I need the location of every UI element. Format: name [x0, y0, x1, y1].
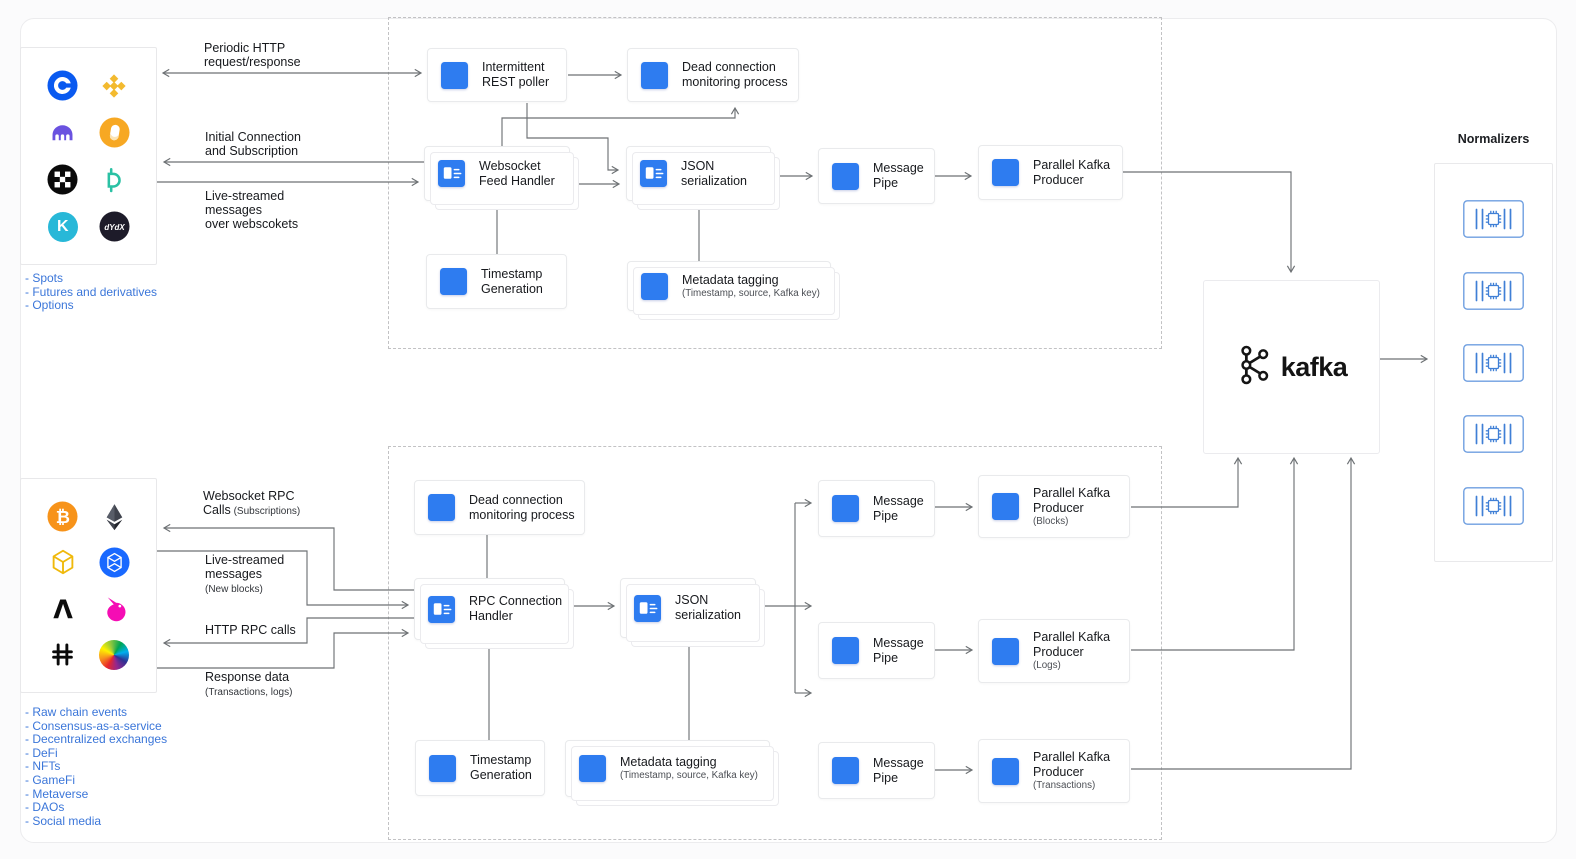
category-item: - Decentralized exchanges [25, 732, 168, 747]
kraken-icon [47, 117, 79, 149]
process-icon [429, 754, 456, 782]
svg-text:₿: ₿ [56, 508, 70, 528]
normalizer-worker-icon [1463, 271, 1524, 310]
process-icon [992, 493, 1019, 520]
node-metadata-tagging-top: Metadata tagging (Timestamp, source, Kaf… [627, 261, 831, 311]
category-item: - Options [25, 298, 74, 313]
process-icon [832, 162, 859, 190]
node-intermittent-rest-poller: Intermittent REST poller [427, 48, 567, 102]
normalizers-title: Normalizers [1457, 132, 1530, 146]
normalizer-worker-icon [1463, 343, 1524, 382]
category-item: - DAOs [25, 800, 65, 815]
process-icon [579, 755, 606, 782]
process-icon [440, 268, 467, 295]
node-websocket-feed-handler: Websocket Feed Handler [424, 146, 570, 201]
dydx-icon: dYdX [98, 211, 130, 243]
process-icon [641, 272, 668, 300]
node-json-serialization-bottom: JSON serialization [620, 578, 756, 638]
category-item: - Raw chain events [25, 705, 128, 719]
category-item: - DeFi [25, 745, 58, 760]
category-item: - Futures and derivatives [25, 284, 158, 299]
uniswap-icon [98, 593, 130, 625]
binance-icon [98, 70, 130, 102]
category-item: - Social media [25, 813, 102, 828]
process-icon [441, 61, 468, 89]
exchange-categories-list: - Spots- Futures and derivatives- Option… [25, 271, 158, 313]
node-metadata-tagging-bottom: Metadata tagging (Timestamp, source, Kaf… [565, 740, 770, 797]
stream-icon [634, 594, 661, 622]
blockchain-sources-panel: ₿Λ [20, 478, 157, 693]
category-item: - Metaverse [25, 786, 89, 801]
node-kafka-producer-logs: Parallel Kafka Producer (Logs) [978, 619, 1130, 683]
normalizers-panel [1434, 163, 1553, 562]
normalizer-worker-icon [1463, 200, 1524, 238]
node-timestamp-generation-top: Timestamp Generation [426, 254, 567, 309]
kafka-broker-box: kafka [1203, 280, 1380, 454]
process-icon [641, 61, 668, 89]
stream-icon [438, 160, 465, 187]
process-icon [832, 757, 859, 784]
blockchain-categories-list: - Raw chain events- Consensus-as-a-servi… [25, 705, 168, 828]
deribit-icon [98, 164, 130, 196]
edge-label-http-rpc-calls: HTTP RPC calls [205, 623, 296, 637]
category-item: - NFTs [25, 759, 61, 774]
hedera-icon [47, 639, 79, 671]
coinbase-icon [47, 70, 79, 102]
kafka-logo-icon [1236, 344, 1274, 391]
category-item: - Consensus-as-a-service [25, 718, 162, 733]
category-item: - Spots [25, 271, 64, 285]
node-timestamp-generation-bottom: Timestamp Generation [415, 740, 545, 796]
node-kafka-producer-transactions: Parallel Kafka Producer (Transactions) [978, 739, 1130, 803]
process-icon [992, 757, 1019, 785]
fantom-icon [98, 546, 130, 578]
orange-coin-icon [98, 117, 130, 149]
node-message-pipe-top: Message Pipe [818, 148, 935, 204]
kafka-wordmark: kafka [1280, 351, 1348, 382]
kucoin-icon: K [47, 211, 79, 243]
category-item: - GameFi [25, 772, 76, 787]
process-icon [992, 159, 1019, 186]
ethereum-icon [98, 500, 130, 532]
node-rpc-connection-handler: RPC Connection Handler [414, 578, 565, 640]
node-dead-connection-monitor-bottom: Dead connection monitoring process [414, 480, 585, 535]
node-dead-connection-monitor-top: Dead connection monitoring process [627, 48, 799, 102]
svg-text:Λ: Λ [53, 595, 73, 624]
svg-text:dYdX: dYdX [104, 223, 125, 232]
node-kafka-producer-blocks: Parallel Kafka Producer (Blocks) [978, 475, 1130, 538]
stream-icon [640, 160, 667, 187]
node-message-pipe-blocks: Message Pipe [818, 480, 935, 537]
node-json-serialization-top: JSON serialization [626, 146, 771, 201]
process-icon [832, 637, 859, 664]
node-message-pipe-transactions: Message Pipe [818, 742, 935, 799]
process-icon [428, 494, 455, 521]
node-message-pipe-logs: Message Pipe [818, 622, 935, 679]
okx-icon [47, 164, 79, 196]
node-parallel-kafka-producer-top: Parallel Kafka Producer [978, 145, 1123, 200]
edge-label-response-data: Response data(Transactions, logs) [205, 670, 293, 699]
curve-icon [98, 639, 130, 671]
process-icon [992, 637, 1019, 665]
process-icon [832, 495, 859, 522]
bitcoin-icon: ₿ [47, 500, 79, 532]
normalizer-worker-icon [1463, 487, 1524, 525]
algorand-icon: Λ [47, 593, 79, 625]
bnb-chain-icon [47, 546, 79, 578]
stream-icon [428, 595, 455, 623]
normalizer-worker-icon [1463, 415, 1524, 454]
